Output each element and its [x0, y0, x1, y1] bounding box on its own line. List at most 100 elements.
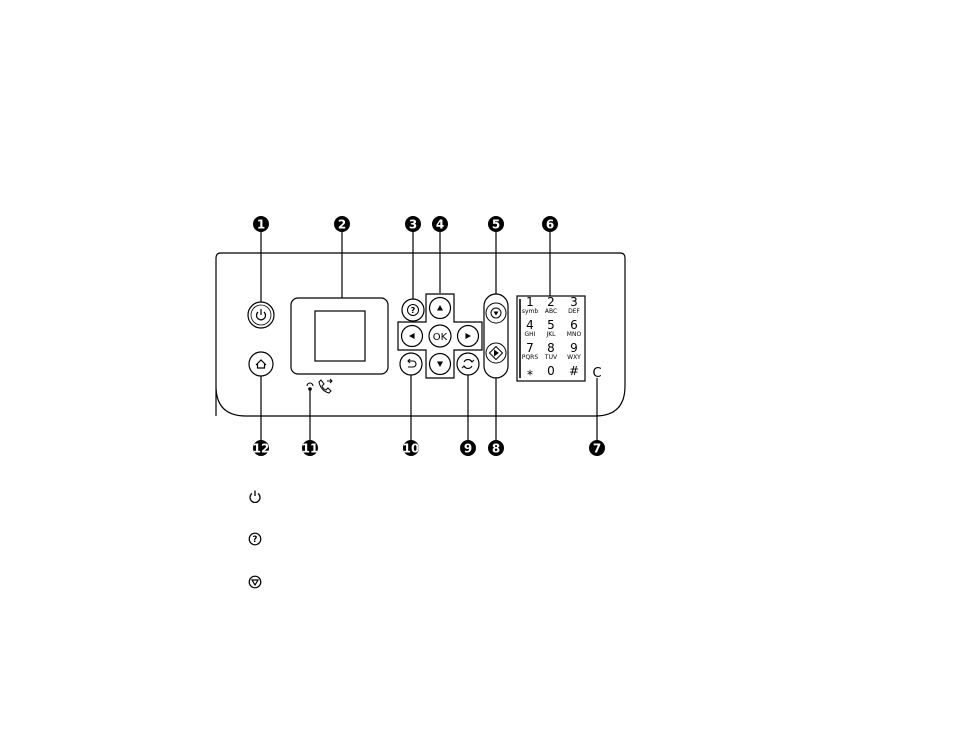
- help-button[interactable]: ?: [401, 298, 425, 322]
- keypad-key-digit: 7: [526, 341, 534, 355]
- arrow-right-icon: [465, 333, 471, 339]
- keypad-key-digit: 6: [570, 318, 578, 332]
- dpad-right-button[interactable]: [456, 324, 480, 348]
- callout-number: 6: [546, 218, 554, 232]
- keypad-key-letters: WXY: [567, 354, 581, 361]
- svg-text:?: ?: [411, 306, 416, 315]
- power-icon: [255, 309, 267, 321]
- keypad-key-digit: 1: [526, 295, 534, 309]
- stop-icon: [490, 307, 502, 319]
- status-lights: [306, 378, 333, 394]
- home-icon: [255, 359, 267, 369]
- keypad-frame: [516, 295, 586, 382]
- keypad-key-digit: 2: [547, 295, 555, 309]
- dpad-ok-button[interactable]: OK: [428, 324, 452, 348]
- callout-number: 3: [409, 218, 417, 232]
- callout-6: 6: [542, 216, 558, 232]
- keypad-key[interactable]: 0: [547, 364, 555, 378]
- reset-button[interactable]: [456, 352, 480, 376]
- keypad-key-digit: 0: [547, 364, 555, 378]
- keypad-key-letters: PQRS: [522, 354, 539, 361]
- keypad-key[interactable]: #: [569, 364, 579, 378]
- keypad-key-digit: 4: [526, 318, 534, 332]
- keypad-key-letters: JKL: [545, 331, 556, 338]
- callout-circle: [488, 216, 504, 232]
- keypad-key-letters: TUV: [544, 354, 558, 361]
- callout-2: 2: [334, 216, 350, 232]
- keypad-key-digit: 9: [570, 341, 578, 355]
- clear-key[interactable]: C: [592, 366, 601, 381]
- home-button[interactable]: [248, 351, 274, 377]
- callout-number: 4: [436, 218, 444, 232]
- callout-circle: [460, 440, 476, 456]
- callout-number: 9: [464, 442, 472, 456]
- callout-circle: [432, 216, 448, 232]
- stop-icon: [248, 575, 262, 589]
- keypad-key-letters: ABC: [545, 308, 557, 315]
- start-button[interactable]: [485, 342, 507, 364]
- keypad-key-letters: symb: [522, 308, 539, 315]
- power-icon: [249, 490, 261, 503]
- reset-icon: [461, 359, 475, 369]
- callout-circle: [302, 440, 318, 456]
- callout-circle: [405, 216, 421, 232]
- back-button[interactable]: [399, 352, 423, 376]
- arrow-down-icon: [437, 361, 443, 367]
- help-icon: ?: [407, 304, 419, 316]
- callout-10: 10: [403, 440, 420, 456]
- start-icon: [488, 345, 504, 361]
- power-button[interactable]: [247, 301, 275, 329]
- callout-circle: [542, 216, 558, 232]
- callout-9: 9: [460, 440, 476, 456]
- callout-number: 5: [492, 218, 500, 232]
- keypad-key-digit: 5: [547, 318, 555, 332]
- callout-number: 1: [257, 218, 265, 232]
- dpad-left-button[interactable]: [400, 324, 424, 348]
- dpad-outline: [397, 293, 483, 379]
- callout-3: 3: [405, 216, 421, 232]
- callout-number: 12: [253, 442, 270, 456]
- callout-number: 11: [302, 442, 319, 456]
- callout-number: 8: [492, 442, 500, 456]
- callout-5: 5: [488, 216, 504, 232]
- callout-circle: [589, 440, 605, 456]
- dpad-up-button[interactable]: [428, 296, 452, 320]
- callout-1: 1: [253, 216, 269, 232]
- leader-lines: [260, 232, 598, 441]
- callout-circle: [403, 440, 419, 456]
- keypad-key-letters: MNO: [567, 331, 582, 338]
- keypad-key[interactable]: ⁎: [527, 364, 533, 378]
- callout-number: 2: [338, 218, 346, 232]
- ok-label: OK: [433, 332, 448, 343]
- keypad-key-digit: 3: [570, 295, 578, 309]
- keypad-key-digit: ⁎: [527, 364, 533, 378]
- panel-outline: [215, 252, 626, 417]
- keypad-key-digit: #: [569, 364, 579, 378]
- callout-12: 12: [253, 440, 270, 456]
- dpad-down-button[interactable]: [428, 352, 452, 376]
- callout-7: 7: [589, 440, 605, 456]
- arrow-left-icon: [409, 333, 415, 339]
- keypad-key-letters: GHI: [525, 331, 536, 338]
- callout-circle: [253, 440, 269, 456]
- callout-circle: [334, 216, 350, 232]
- arrow-up-icon: [437, 305, 443, 311]
- svg-text:?: ?: [253, 535, 258, 545]
- back-icon: [407, 358, 417, 368]
- fax-light-icon: [318, 378, 333, 394]
- callout-number: 10: [403, 442, 420, 456]
- stop-button[interactable]: [485, 302, 507, 324]
- lcd-screen: [314, 310, 366, 362]
- keypad-key-digit: 8: [547, 341, 555, 355]
